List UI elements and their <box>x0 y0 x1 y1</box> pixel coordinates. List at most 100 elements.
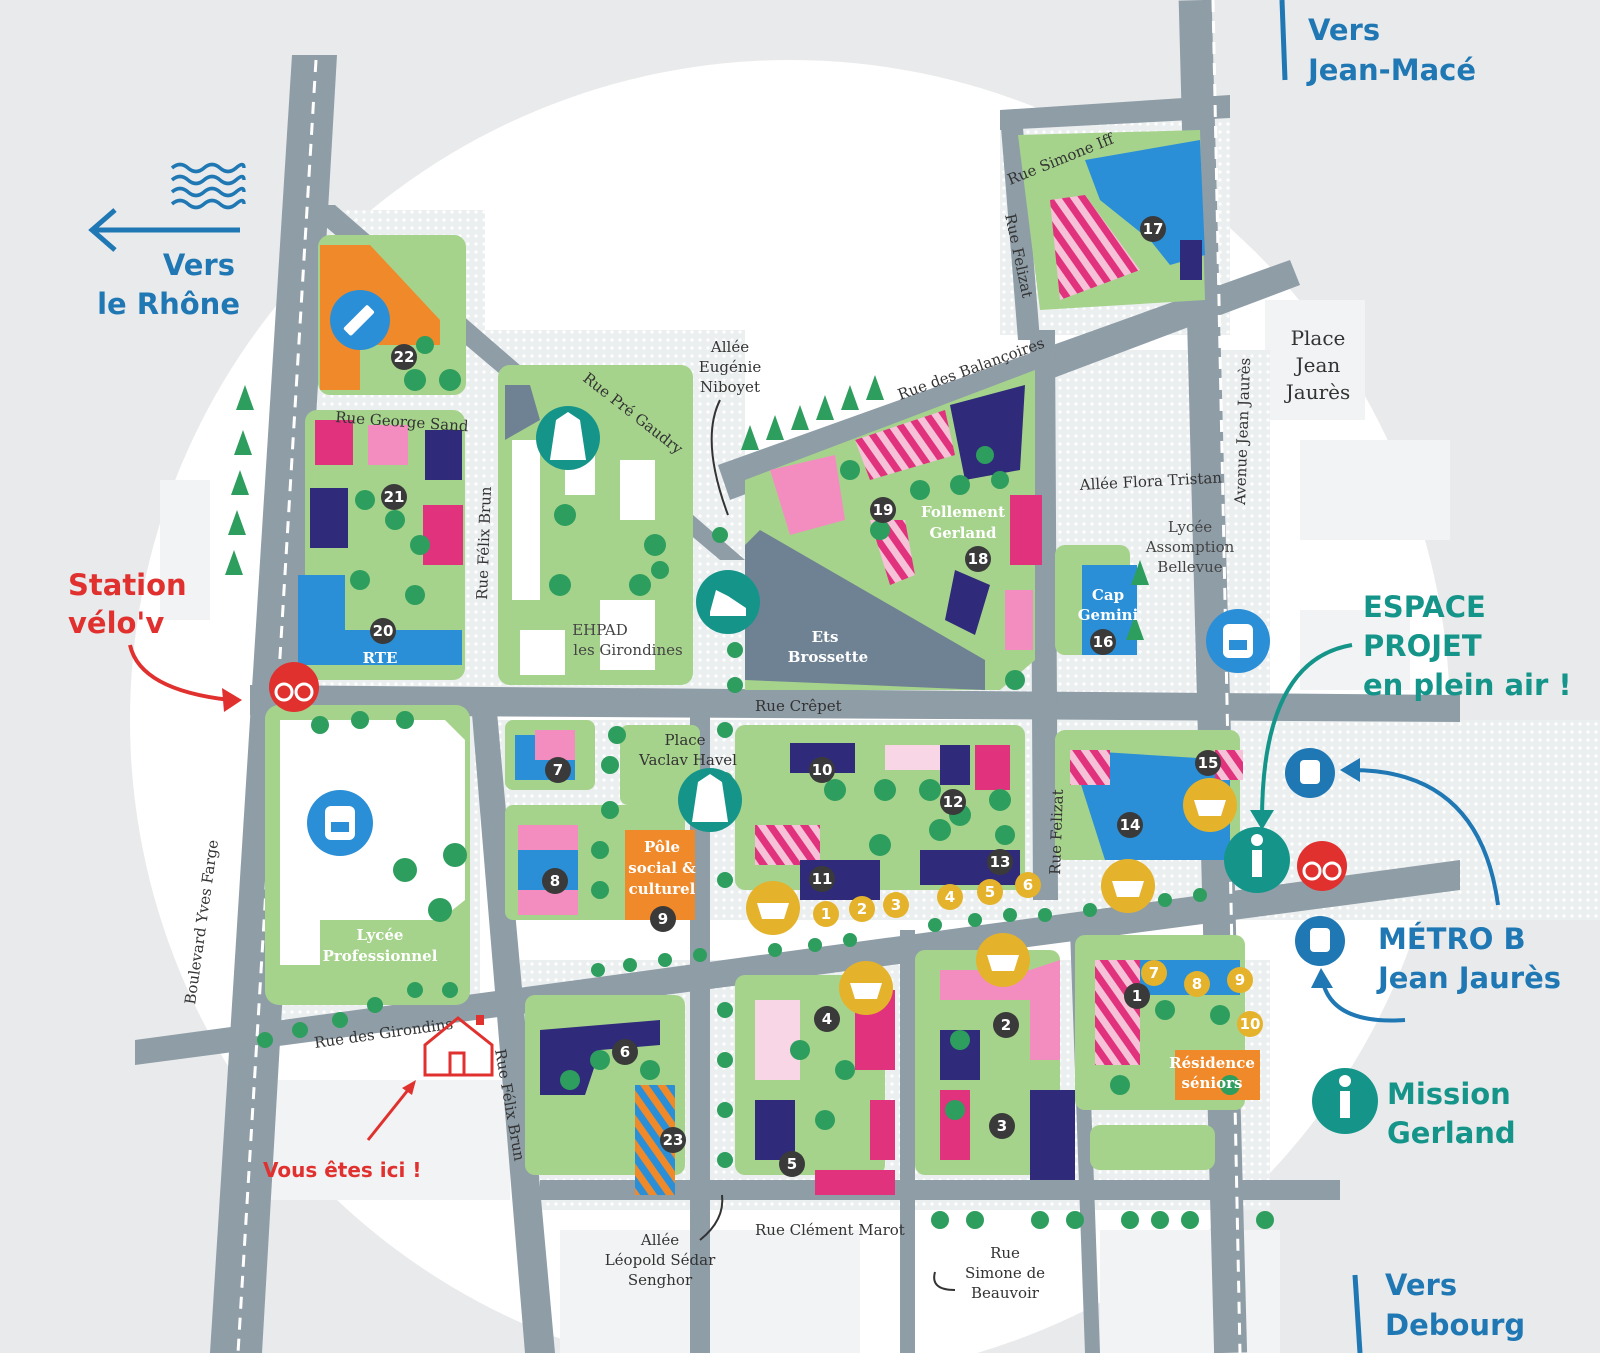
block-badge-circle <box>940 789 966 815</box>
direction-rhone: Vers le Rhône <box>97 248 240 321</box>
svg-text:Ets: Ets <box>812 628 839 646</box>
basket-icon <box>839 961 893 1015</box>
svg-text:Jean: Jean <box>1294 353 1341 377</box>
market-badge-label: 9 <box>1235 971 1245 989</box>
block-badge-label: 7 <box>553 761 563 779</box>
block-badge-circle <box>987 849 1013 875</box>
block-badge-circle <box>1124 983 1150 1009</box>
market-badge-circle <box>813 901 839 927</box>
market-badge-1: 1 <box>813 901 839 927</box>
svg-text:vélo'v: vélo'v <box>68 606 164 640</box>
svg-text:Gerland: Gerland <box>1387 1116 1516 1150</box>
pencil-icon <box>330 290 390 350</box>
block-badge-9: 9 <box>650 906 676 932</box>
metro-arrowhead-top <box>1340 758 1360 782</box>
svg-text:les Girondines: les Girondines <box>573 641 682 659</box>
market-badge-3: 3 <box>883 892 909 918</box>
block-badge-label: 1 <box>1132 987 1142 1005</box>
svg-text:Lycée: Lycée <box>357 926 404 944</box>
svg-text:Rue: Rue <box>990 1244 1020 1262</box>
block-badge-label: 23 <box>663 1131 684 1149</box>
info-icon <box>1312 1068 1378 1134</box>
market-badge-circle <box>1141 960 1167 986</box>
backpack-icon <box>307 790 373 856</box>
svg-text:le Rhône: le Rhône <box>97 287 240 321</box>
block-badge-circle <box>660 1127 686 1153</box>
block-badge-6: 6 <box>612 1039 638 1065</box>
svg-text:Assomption: Assomption <box>1145 538 1235 556</box>
block-badge-circle <box>650 906 676 932</box>
basket-icon <box>1183 778 1237 832</box>
house-chimney <box>476 1015 484 1025</box>
market-badge-9: 9 <box>1227 967 1253 993</box>
label-ehpad: EHPAD les Girondines <box>572 621 683 659</box>
block-badge-4: 4 <box>814 1006 840 1032</box>
velov-arrow <box>128 644 231 702</box>
market-badge-circle <box>977 879 1003 905</box>
metro-arrowhead-bottom <box>1311 968 1333 988</box>
block-badge-21: 21 <box>381 484 407 510</box>
market-badge-label: 6 <box>1023 876 1033 894</box>
block-badge-label: 14 <box>1120 816 1141 834</box>
market-badge-label: 8 <box>1192 975 1202 993</box>
svg-text:en plein air !: en plein air ! <box>1363 668 1572 702</box>
block-badge-circle <box>1195 750 1221 776</box>
market-badge-circle <box>883 892 909 918</box>
block-badge-circle <box>370 618 396 644</box>
bicycle-icon <box>1297 841 1347 891</box>
you-are-here: Vous êtes ici ! <box>263 1158 421 1182</box>
svg-text:Eugénie: Eugénie <box>699 358 762 376</box>
svg-text:Vaclav Havel: Vaclav Havel <box>638 751 737 769</box>
label-rue-beauvoir: Rue Simone de Beauvoir <box>965 1244 1045 1302</box>
block-badge-17: 17 <box>1140 216 1166 242</box>
block-badge-label: 6 <box>620 1043 630 1061</box>
label-place-havel: Place Vaclav Havel <box>638 731 737 769</box>
svg-text:Senghor: Senghor <box>628 1271 693 1289</box>
label-pole-social: Pôle social & culturel <box>628 838 696 898</box>
block-badge-label: 17 <box>1143 220 1164 238</box>
street-felizat-mid: Rue Felizat <box>1046 789 1067 875</box>
basket-icon <box>1101 859 1155 913</box>
buildings <box>280 140 1260 1195</box>
block-badge-22: 22 <box>391 344 417 370</box>
playground-icon <box>536 406 600 470</box>
label-cap-gemini: Cap Gemini <box>1078 586 1139 624</box>
svg-text:Jaurès: Jaurès <box>1284 380 1350 404</box>
svg-text:Simone de: Simone de <box>965 1264 1045 1282</box>
svg-text:Debourg: Debourg <box>1385 1308 1525 1342</box>
playground-icon <box>678 768 742 832</box>
block-badge-label: 3 <box>997 1117 1007 1135</box>
basket-icon <box>746 881 800 935</box>
svg-text:Jean Jaurès: Jean Jaurès <box>1376 961 1561 995</box>
market-badge-circle <box>937 884 963 910</box>
block-badge-circle <box>809 866 835 892</box>
block-badge-circle <box>779 1151 805 1177</box>
block-badge-circle <box>989 1113 1015 1139</box>
market-badge-4: 4 <box>937 884 963 910</box>
callout-metro: MÉTRO B Jean Jaurès <box>1376 922 1561 995</box>
metro-icon <box>1295 916 1345 966</box>
house-icon <box>423 1016 494 1077</box>
market-badge-circle <box>1227 967 1253 993</box>
market-badge-5: 5 <box>977 879 1003 905</box>
block-badge-circle <box>1090 629 1116 655</box>
svg-text:EHPAD: EHPAD <box>572 621 628 639</box>
block-badge-16: 16 <box>1090 629 1116 655</box>
block-badge-circle <box>809 757 835 783</box>
direction-debourg: Vers Debourg <box>1385 1268 1525 1342</box>
street-clement-marot: Rue Clément Marot <box>755 1221 905 1239</box>
block-badge-23: 23 <box>660 1127 686 1153</box>
svg-text:PROJET: PROJET <box>1363 629 1482 663</box>
block-badge-circle <box>391 344 417 370</box>
svg-text:Pôle: Pôle <box>644 838 680 856</box>
callout-espace-projet: ESPACE PROJET en plein air ! <box>1363 590 1572 702</box>
senghor-pointer <box>699 1194 724 1241</box>
block-badge-3: 3 <box>989 1113 1015 1139</box>
block-badge-label: 18 <box>968 550 989 568</box>
block-badge-label: 22 <box>394 348 415 366</box>
block-badge-2: 2 <box>993 1012 1019 1038</box>
block-badge-label: 19 <box>873 501 894 519</box>
market-badge-label: 10 <box>1240 1015 1261 1033</box>
